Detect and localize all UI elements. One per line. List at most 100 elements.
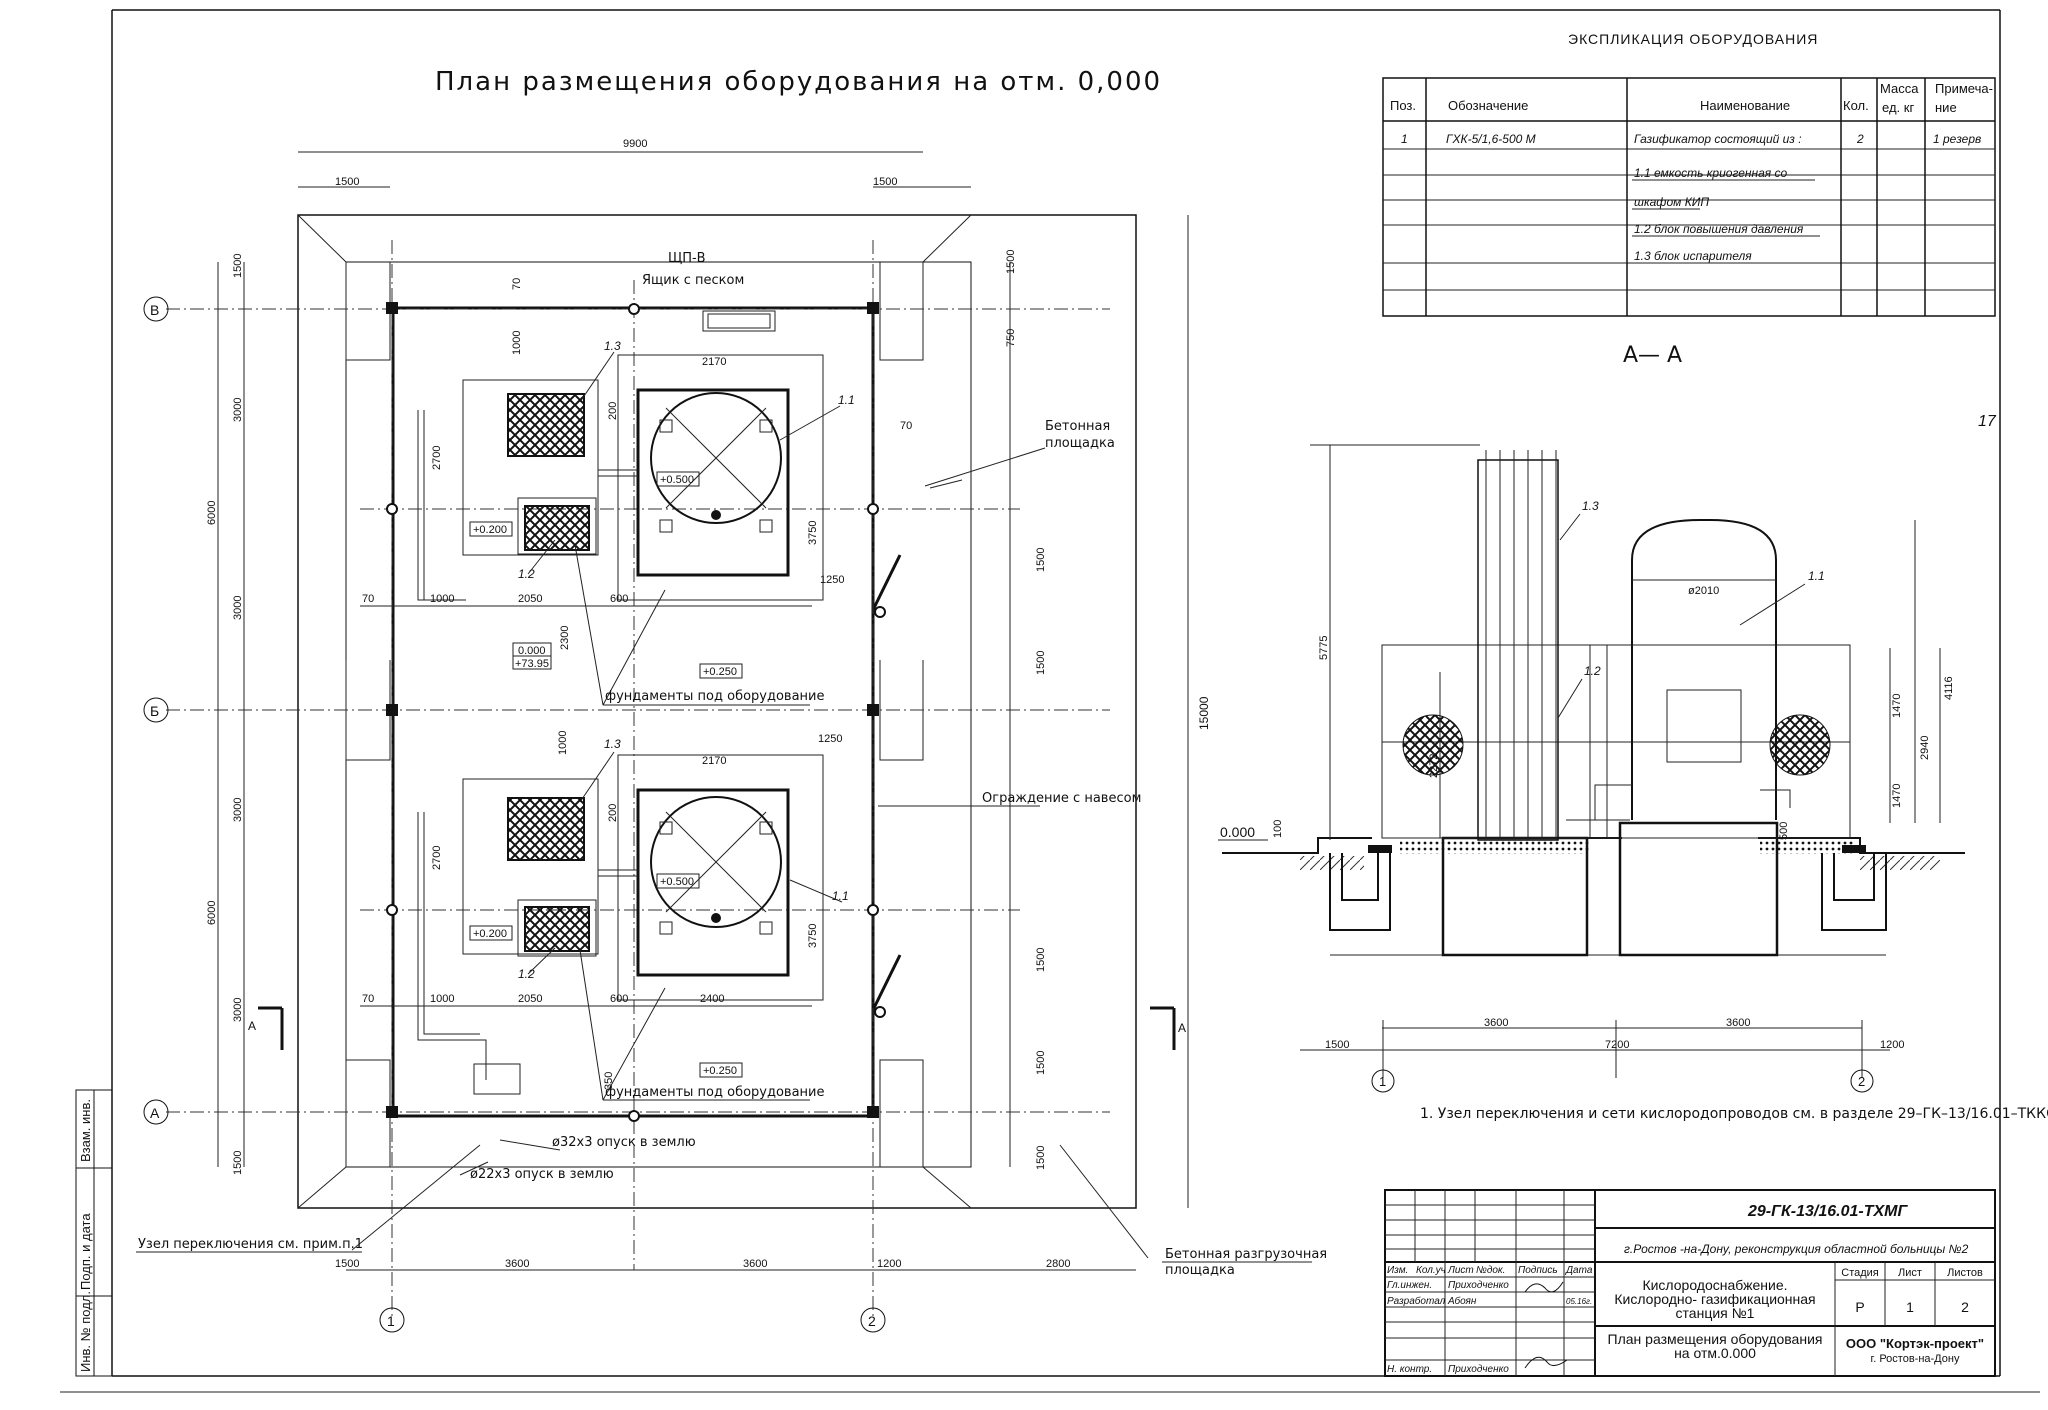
sec-dim-2940: 2940 [1919,736,1931,760]
level-mark-lower-0250: +0.250 [703,1065,737,1077]
dim-1000-c: 1000 [557,731,569,755]
axis-label-v: В [150,302,159,318]
tb-stage: Р [1855,1299,1864,1315]
exp-row-3-name: 1.2 блок повышения давления [1634,222,1804,236]
plan-view: В Б А 1 2 А А 9900 1500 1500 1500 3600 3… [136,138,1327,1333]
sec-dim-2272: 2272 [1428,754,1440,778]
dim-70-c: 70 [362,593,374,605]
label-fence: Ограждение с навесом [982,791,1141,806]
dim-1000-d: 1000 [430,993,454,1005]
section-title: А— А [1623,343,1682,368]
tb-role-0: Гл.инжен. [1387,1280,1432,1291]
sec-dim-500: 500 [1778,822,1790,840]
stamp-replaced: Взам. инв. [78,1099,93,1162]
level-mark-lower-0200: +0.200 [473,928,507,940]
dim-350: 350 [603,1072,615,1090]
dim-2300: 2300 [559,626,571,650]
label-ground-32: ø32х3 опуск в землю [552,1135,696,1150]
sec-dim-1470b: 1470 [1891,784,1903,808]
dim-top-right: 1500 [873,176,897,188]
dim-2700-b: 2700 [431,846,443,870]
sec-tag-1-2: 1.2 [1584,664,1601,678]
sec-axis-2: 2 [1858,1074,1865,1089]
tb-name-0: Приходченко [1448,1280,1509,1291]
axis-label-b: Б [150,703,159,719]
sec-diameter: ø2010 [1688,585,1719,597]
label-switch-node: Узел переключения см. прим.п.1 [138,1237,363,1252]
sec-dim-1200: 1200 [1880,1039,1904,1051]
sec-tag-1-1: 1.1 [1808,569,1825,583]
corner-mark: 17 [1978,413,1997,430]
label-ground-22: ø22х3 опуск в землю [470,1167,614,1182]
label-sandbox: Ящик с песком [642,273,744,288]
dim-overall-height: 15000 [1197,696,1211,730]
section-view: А— А 17 [1218,343,1997,1093]
exp-header-note-1: Примеча- [1935,81,1993,96]
label-foundations-lower: фундаменты под оборудование [605,1085,825,1100]
dim-70-b: 70 [900,420,912,432]
dim-2400: 2400 [700,993,724,1005]
dim-right-1: 750 [1005,329,1017,347]
exp-header-pos: Поз. [1390,98,1416,113]
dim-left-inner-3: 3000 [232,798,244,822]
dim-left-inner-2: 3000 [232,596,244,620]
dim-3750-b: 3750 [807,924,819,948]
tb-object-2: Кислородно- газификационная [1614,1291,1815,1307]
dim-right-2: 1500 [1035,548,1047,572]
stamp-inv-no: Инв. № подл. [78,1291,93,1372]
tb-object-3: станция №1 [1676,1305,1755,1321]
dim-1250-b: 1250 [818,733,842,745]
sec-dim-7200: 7200 [1605,1039,1629,1051]
axis-label-2: 2 [868,1313,876,1329]
dim-600-b: 600 [610,993,628,1005]
label-concrete-pad-1: Бетонная [1045,419,1110,434]
tb-address: г.Ростов -на-Дону, реконструкция областн… [1624,1242,1969,1256]
label-unload-pad-1: Бетонная разгрузочная [1165,1247,1327,1262]
tb-col-date: Дата [1565,1265,1593,1276]
dim-overall-width: 9900 [623,138,647,150]
plan-title: План размещения оборудования на отм. 0,0… [435,67,1162,97]
dim-right-3: 1500 [1035,651,1047,675]
sec-dim-5775: 5775 [1318,636,1330,660]
tb-object-1: Кислородоснабжение. [1642,1277,1787,1293]
level-mark-upper-0500: +0.500 [660,474,694,486]
dim-70-d: 70 [362,993,374,1005]
dim-left-inner-0: 1500 [232,254,244,278]
exp-header-code: Обозначение [1448,98,1528,113]
dim-bottom-1: 3600 [505,1258,529,1270]
tb-role-2: Н. контр. [1387,1364,1432,1375]
sheet-frame [60,9,2040,1393]
label-unload-pad-2: площадка [1165,1263,1235,1278]
dim-2050-a: 2050 [518,593,542,605]
pos-tag-lower-1-3: 1.3 [604,737,621,751]
fence [391,306,875,1118]
section-vessel [1566,519,1791,821]
dim-left-inner-5: 1500 [232,1151,244,1175]
dim-2170-b: 2170 [702,755,726,767]
dim-70-a: 70 [511,278,523,290]
exp-row-0-code: ГХК-5/1,6-500 М [1446,132,1536,146]
tb-col-izm: Изм. [1387,1265,1408,1276]
section-mark-right: А [1178,1021,1186,1035]
level-mark-upper-0250: +0.250 [703,666,737,678]
exp-header-qty: Кол. [1843,98,1869,113]
dim-right-4: 1500 [1035,948,1047,972]
dim-left-outer-0: 6000 [206,501,218,525]
tb-sheets: 2 [1961,1299,1969,1315]
pos-tag-upper-1-1: 1.1 [838,393,855,407]
tb-sheets-header: Листов [1947,1267,1983,1279]
tb-role-1: Разработал [1387,1295,1446,1307]
dim-1000-b: 1000 [430,593,454,605]
sec-dim-100: 100 [1272,820,1284,838]
tb-org-1: ООО "Кортэк-проект" [1846,1336,1984,1351]
label-shp: ЩП-В [668,251,706,266]
dim-1250-a: 1250 [820,574,844,586]
level-mark-abs: +73.95 [515,658,549,670]
dim-2050-b: 2050 [518,993,542,1005]
dim-200-b: 200 [607,804,619,822]
dim-right-0: 1500 [1005,250,1017,274]
equipment-group-lower [417,754,824,1095]
sec-dim-1470a: 1470 [1891,694,1903,718]
